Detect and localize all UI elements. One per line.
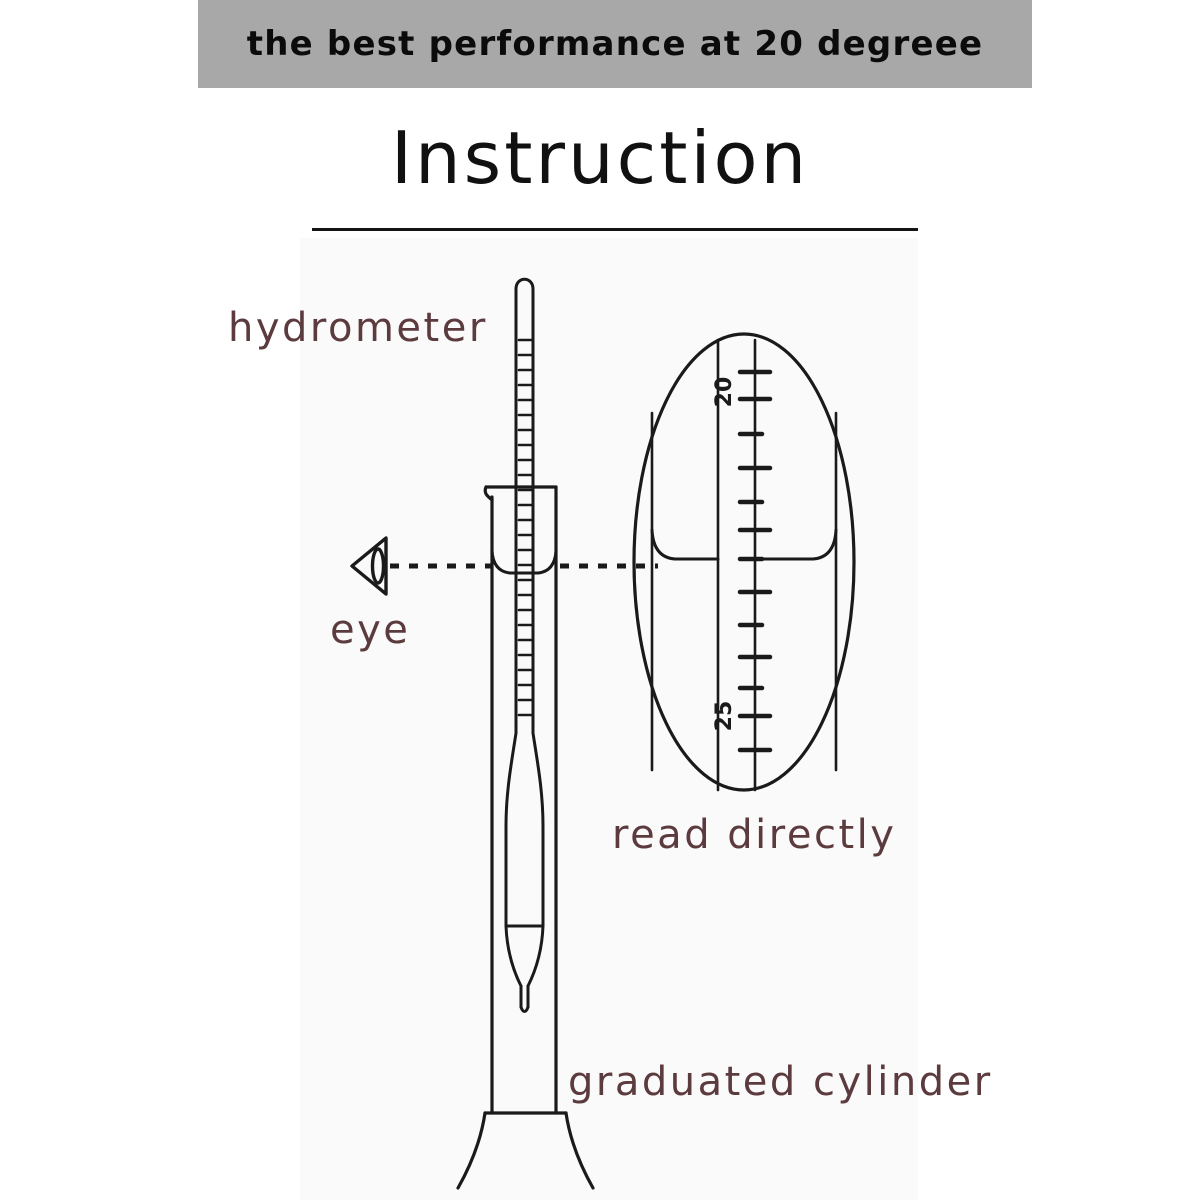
label-hydrometer: hydrometer (228, 305, 488, 351)
graduated-cylinder (456, 485, 595, 1190)
liquid-meniscus (490, 549, 558, 575)
magnified-scale-value-25: 25 (712, 701, 737, 732)
title-divider (312, 228, 918, 231)
magnifier-lens (632, 332, 856, 792)
magnified-meniscus (650, 528, 838, 561)
page-title: Instruction (390, 116, 810, 200)
hydrometer (504, 277, 545, 1013)
eye-symbol (350, 536, 388, 596)
header-banner: the best performance at 20 degreee (198, 0, 1032, 88)
label-graduated-cylinder: graduated cylinder (568, 1059, 993, 1105)
magnified-scale-value-20: 20 (712, 377, 737, 408)
hydrometer-stem-ticks (517, 338, 533, 717)
header-banner-text: the best performance at 20 degreee (246, 24, 984, 64)
magnified-scale-ticks (737, 369, 773, 753)
magnified-cylinder-walls (650, 411, 838, 772)
diagram-panel (300, 238, 918, 1200)
eye-pupil (370, 547, 386, 585)
label-eye: eye (330, 607, 411, 653)
label-read-directly: read directly (612, 812, 897, 858)
